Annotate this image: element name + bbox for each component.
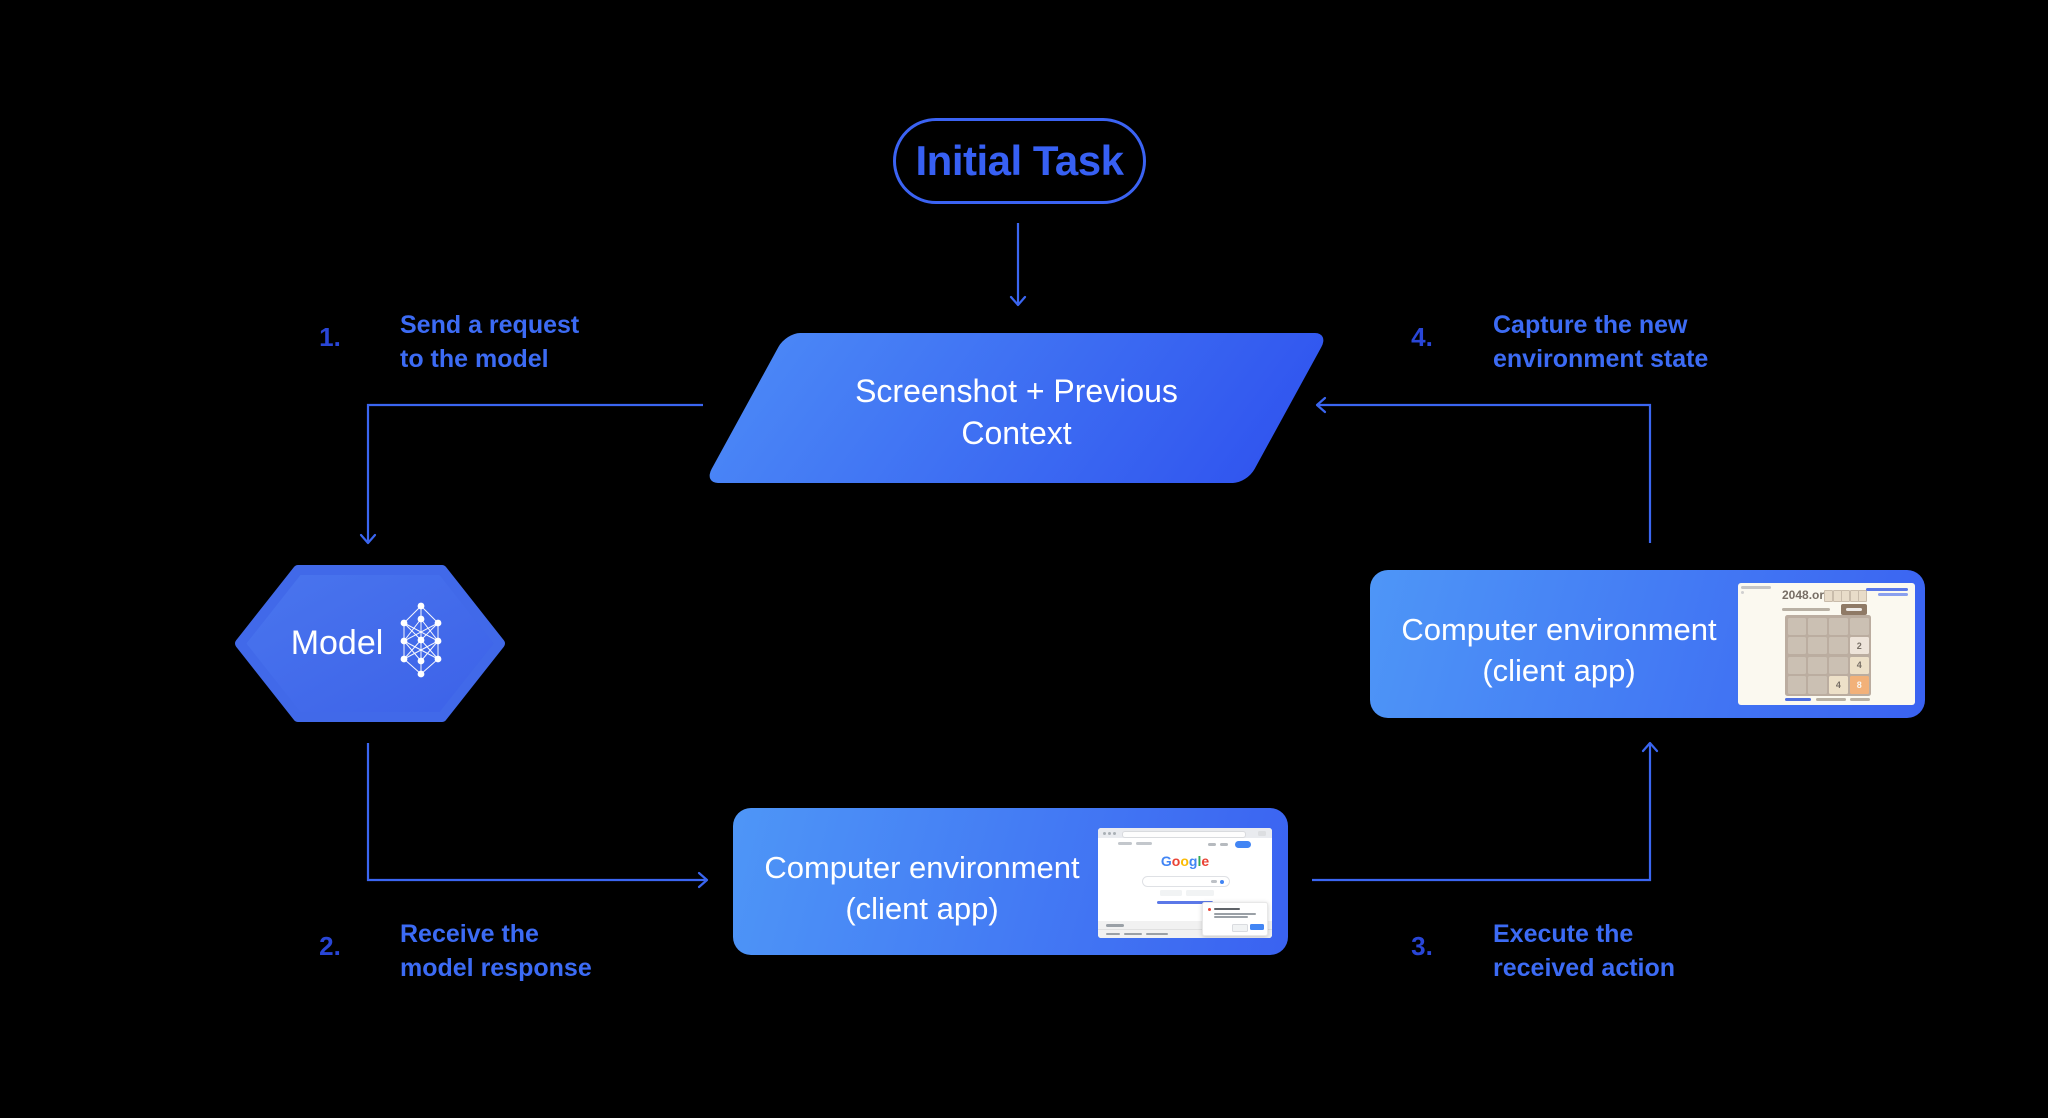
score-tile — [1824, 590, 1833, 602]
dialog-icon — [1208, 907, 1211, 911]
board-cell — [1829, 656, 1848, 674]
board-cell — [1829, 637, 1848, 655]
step-3-number: 3. — [1411, 931, 1433, 961]
window-control-icon — [1108, 831, 1111, 835]
env-right-label: Computer environment (client app) — [1370, 570, 1748, 724]
step-4-label: Capture the new environment state — [1493, 311, 1709, 373]
browser-tab-text — [1741, 586, 1771, 589]
context-label-line1: Screenshot + Previous — [855, 373, 1178, 409]
google-logo: Google — [1160, 853, 1210, 869]
step-2-number: 2. — [319, 931, 341, 961]
window-control-icon — [1113, 831, 1116, 835]
header-link-line — [1878, 593, 1908, 596]
window-control-icon — [1103, 831, 1106, 835]
arrow-model-to-env — [366, 743, 705, 882]
footer-text-line — [1106, 924, 1124, 927]
site-title: 2048.org — [1782, 588, 1832, 602]
neural-network-icon — [400, 602, 442, 678]
arrowhead-down-icon — [1009, 295, 1027, 307]
browser-menu-icon — [1258, 830, 1266, 836]
footer-divider — [1098, 929, 1272, 930]
model-label: Model — [290, 624, 384, 662]
tile-2: 2 — [1850, 637, 1869, 655]
search-input — [1142, 876, 1230, 887]
score-tile — [1841, 590, 1850, 602]
arrowhead-right-icon — [697, 871, 709, 889]
dialog-text-line — [1214, 912, 1256, 915]
google-screenshot-thumbnail: Google — [1098, 828, 1272, 938]
env-bottom-line2: (client app) — [845, 890, 999, 926]
step-1-number: 1. — [319, 322, 341, 352]
env-right-line2: (client app) — [1482, 653, 1636, 688]
step-3-label: Execute the received action — [1493, 920, 1676, 982]
board-cell — [1787, 676, 1806, 694]
google-search-button — [1160, 890, 1182, 896]
address-bar — [1122, 830, 1246, 838]
board-cell — [1808, 617, 1827, 635]
arrow-env-to-context — [1319, 403, 1652, 543]
tile-8: 8 — [1850, 676, 1869, 694]
step-1-label: Send a request to the model — [400, 311, 580, 373]
blurred-link — [1208, 842, 1216, 846]
blurred-link — [1136, 842, 1152, 845]
footer-link — [1146, 932, 1168, 935]
footer-text-line — [1850, 698, 1870, 701]
model-hexagon — [235, 565, 505, 722]
board-cell — [1808, 656, 1827, 674]
blurred-link — [1118, 842, 1132, 845]
board-cell — [1850, 617, 1869, 635]
initial-task-label: Initial Task — [915, 137, 1124, 184]
footer-link-line — [1785, 698, 1811, 701]
board-cell — [1787, 656, 1806, 674]
arrowhead-down-icon — [359, 533, 377, 545]
score-tile — [1858, 590, 1867, 602]
blurred-link — [1220, 842, 1228, 846]
tile-4: 4 — [1829, 676, 1848, 694]
board-cell — [1808, 676, 1827, 694]
language-link-line — [1157, 901, 1213, 904]
microphone-icon — [1220, 879, 1224, 884]
button-text-line — [1846, 608, 1862, 611]
consent-dialog — [1202, 902, 1268, 936]
env-bottom-label: Computer environment (client app) — [733, 808, 1111, 961]
env-right-line1: Computer environment — [1401, 612, 1717, 647]
flow-arrows — [359, 223, 1659, 889]
favicon — [1741, 590, 1744, 594]
sign-in-button — [1235, 840, 1251, 848]
header-link-line — [1866, 588, 1908, 591]
dialog-title-line — [1214, 907, 1240, 910]
model-node-label: Model — [262, 570, 412, 717]
dialog-text-line — [1214, 916, 1248, 918]
footer-link — [1124, 932, 1142, 935]
dialog-secondary-button — [1232, 923, 1248, 932]
tagline-text — [1782, 608, 1830, 611]
arrow-env-to-env — [1312, 745, 1652, 882]
feeling-lucky-button — [1186, 890, 1214, 896]
context-node-label: Screenshot + Previous Context — [745, 333, 1288, 487]
step-4-number: 4. — [1411, 322, 1433, 352]
footer-text-line — [1816, 698, 1846, 701]
board-cell — [1808, 637, 1827, 655]
arrowhead-left-icon — [1315, 396, 1327, 414]
context-label-line2: Context — [961, 415, 1072, 451]
footer-link — [1106, 932, 1120, 935]
initial-task-node: Initial Task — [893, 118, 1146, 204]
arrowhead-up-icon — [1641, 741, 1659, 753]
board-cell — [1829, 617, 1848, 635]
browser-chrome-bar — [1098, 828, 1272, 838]
board-cell — [1787, 637, 1806, 655]
keyboard-icon — [1211, 880, 1217, 883]
env-bottom-line1: Computer environment — [764, 849, 1080, 885]
arrow-context-to-model — [366, 403, 703, 541]
new-game-button — [1841, 604, 1867, 615]
tile-4: 4 — [1850, 656, 1869, 674]
dialog-primary-button — [1250, 923, 1264, 930]
board-cell — [1787, 617, 1806, 635]
step-2-label: Receive the model response — [400, 920, 592, 982]
